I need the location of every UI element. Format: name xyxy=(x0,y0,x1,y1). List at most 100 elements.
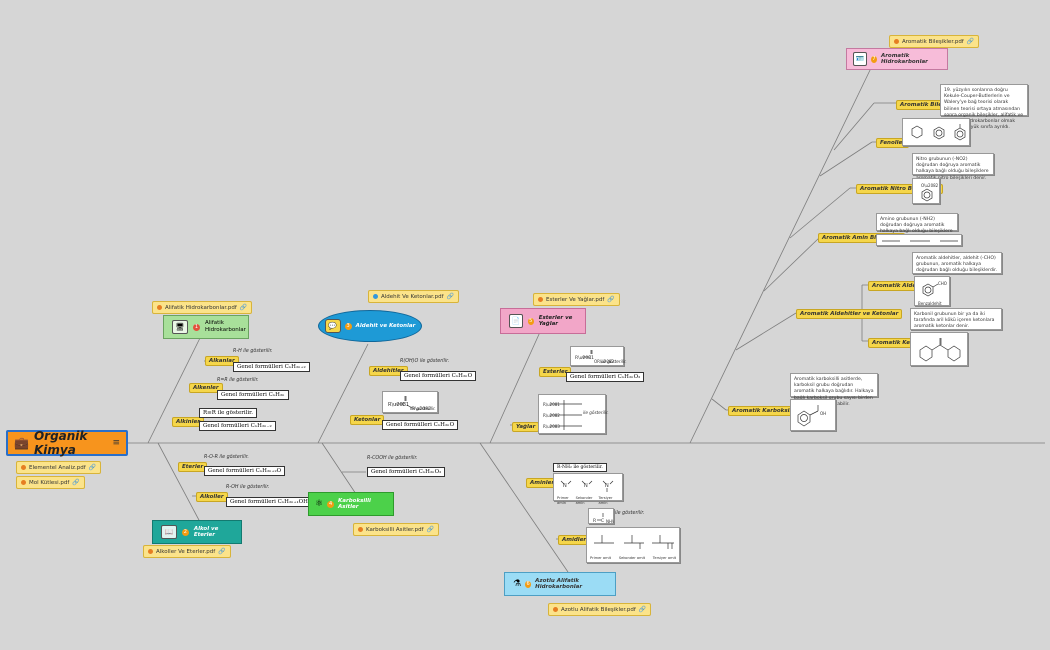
tag-yaglar: Yağlar xyxy=(512,422,540,432)
text-aromatik-karboksilli: Aromatik karboksilli asitlerde, karboksi… xyxy=(790,373,878,407)
note-alkanlar: R-H ile gösterilir. xyxy=(233,349,273,354)
label-tersiyer-amin: Tersiyer amin xyxy=(598,496,613,506)
flask-icon: ⚗ xyxy=(513,579,522,589)
ester-structure: R\u2081 C OR\u2082 ile gösterilir. xyxy=(570,346,627,366)
node-ester-fat[interactable]: 📄 5 Esterler ve Yağlar xyxy=(500,308,586,334)
tag-eterler: Eterler xyxy=(178,462,208,472)
node-aromatic[interactable]: 🪪 7 Aromatik Hidrokarbonlar xyxy=(846,48,948,70)
svg-text:R\u2082: R\u2082 xyxy=(543,413,560,418)
triglyceride-molecule-image: R\u2081 R\u2082 R\u2083 xyxy=(543,400,582,430)
svg-text:CHO: CHO xyxy=(938,281,947,286)
attachment-icon xyxy=(157,305,162,310)
root-node[interactable]: 💼 Organik Kimya ≡ xyxy=(6,429,128,457)
text-aromatik-ketonlar: Karbonil grubunun bir ya da iki tarafınd… xyxy=(910,308,1002,330)
attachment-icon xyxy=(553,607,558,612)
attachment-mol-kutlesi[interactable]: Mol Kütlesi.pdf 🔗 xyxy=(16,476,85,489)
amine-molecule-image: N N N xyxy=(560,480,614,492)
benzoic-acid-structure: OH xyxy=(790,399,836,431)
paperclip-icon: 🔗 xyxy=(426,526,435,533)
paperclip-icon: 🔗 xyxy=(638,606,647,613)
attachment-aldehit[interactable]: Aldehit Ve Ketonlar.pdf 🔗 xyxy=(368,290,460,303)
benzoic-acid-molecule-image: OH xyxy=(797,405,826,427)
formula-eterler: Genel formülleri CₙH₂ₙ₊₂O xyxy=(204,466,286,476)
attachment-alkoller[interactable]: Alkoller Ve Eterler.pdf 🔗 xyxy=(143,545,231,558)
node-alcohol-ether[interactable]: 📖 2 Alkol ve Eterler xyxy=(152,520,242,544)
attachment-aromatik[interactable]: Aromatik Bileşikler.pdf 🔗 xyxy=(889,35,980,48)
document-icon: 📄 xyxy=(509,314,523,328)
paperclip-icon: 🔗 xyxy=(218,548,226,555)
priority-icon: 4 xyxy=(327,500,335,508)
atom-icon: ⚛ xyxy=(315,499,324,509)
node-aliphatic-hc[interactable]: 🖥 1 Alifatik Hidrokarbonlar xyxy=(163,315,249,339)
svg-text:OR\u2082: OR\u2082 xyxy=(594,359,614,364)
note-alkenler: R=R ile gösterilir. xyxy=(217,378,259,383)
svg-text:N: N xyxy=(584,483,588,489)
paperclip-icon: 🔗 xyxy=(446,293,455,300)
attachment-esterler[interactable]: Esterler Ve Yağlar.pdf 🔗 xyxy=(533,293,620,306)
tag-alkenler: Alkenler xyxy=(189,383,223,393)
chat-icon: 💬 xyxy=(324,319,341,333)
ester-molecule-image: R\u2081 C OR\u2082 xyxy=(575,350,614,364)
note-esterler: ile gösterilir. xyxy=(601,359,627,364)
tag-aromatik-aldehit-keton: Aromatik Aldehitler ve Ketonlar xyxy=(796,309,903,319)
text-aromatik-bilesikler: 19. yüzyılın sonlarına doğru Kekule-Coup… xyxy=(940,84,1028,130)
formula-alkanlar: Genel formülleri CₙH₂ₙ₊₂ xyxy=(233,362,310,372)
svg-text:R\u2082: R\u2082 xyxy=(412,406,431,411)
attachment-elementel-analiz[interactable]: Elementel Analiz.pdf 🔗 xyxy=(16,461,102,474)
benzophenone-molecule-image xyxy=(919,338,961,362)
attachment-icon xyxy=(21,480,26,485)
svg-text:O\u2082N: O\u2082N xyxy=(921,183,938,188)
svg-text:OH: OH xyxy=(820,411,826,416)
priority-icon: 5 xyxy=(527,317,534,325)
priority-icon: 2 xyxy=(181,528,189,536)
svg-text:R\u2081: R\u2081 xyxy=(575,355,594,361)
text-aromatik-amin: Amino grubunun (-NH2) doğrudan doğruya a… xyxy=(876,213,958,241)
attachment-icon xyxy=(894,39,899,44)
attachment-karboksilli[interactable]: Karboksilli Asitler.pdf 🔗 xyxy=(353,523,440,536)
paperclip-icon: 🔗 xyxy=(72,479,80,486)
svg-text:R\u2081: R\u2081 xyxy=(388,402,409,408)
svg-text:C: C xyxy=(402,402,406,408)
formula-alkinler: Genel formülleri CₙH₂ₙ₋₂ xyxy=(199,421,276,431)
svg-text:C: C xyxy=(601,518,604,524)
node-nitrogen[interactable]: ⚗ 6 Azotlu Alifatik Hidrokarbonlar xyxy=(504,572,616,596)
note-carboxylic: R-COOH ile gösterilir. xyxy=(367,456,418,461)
priority-icon: 7 xyxy=(870,55,877,63)
priority-icon: 6 xyxy=(525,580,532,588)
label-sekonder-amit: Sekonder amit xyxy=(618,556,645,561)
attachment-alifatik[interactable]: Alifatik Hidrokarbonlar.pdf 🔗 xyxy=(152,301,253,314)
root-title: Organik Kimya xyxy=(33,429,88,457)
book-icon: 📖 xyxy=(161,525,177,539)
attachment-azotlu[interactable]: Azotlu Alifatik Bileşikler.pdf 🔗 xyxy=(548,603,652,616)
svg-text:R: R xyxy=(593,518,596,524)
note-alkinler: R≡R ile gösterilir. xyxy=(199,408,257,418)
amine-structures: N N N Primer amin Sekonder amin Tersiyer… xyxy=(553,473,623,505)
node-aldehyde-ketone[interactable]: 💬 3 Aldehit ve Ketonlar xyxy=(318,310,422,342)
amide-structures: Primer amit Sekonder amit Tersiyer amit xyxy=(586,527,680,563)
amide-molecule-image: R C NH\u2082 xyxy=(593,513,627,524)
attachment-icon xyxy=(358,527,363,532)
svg-text:R\u2083: R\u2083 xyxy=(543,424,560,429)
tag-alkoller: Alkoller xyxy=(196,492,228,502)
paperclip-icon: 🔗 xyxy=(239,304,248,311)
attachment-icon xyxy=(373,294,378,299)
svg-text:N: N xyxy=(605,483,609,489)
node-carboxylic[interactable]: ⚛ 4 Karboksilli Asitler xyxy=(308,492,394,516)
label-tersiyer-amit: Tersiyer amit xyxy=(652,556,676,561)
benzaldehyde-structure: CHO Benzaldehit xyxy=(914,276,950,306)
benzaldehyde-molecule-image: CHO xyxy=(922,281,947,297)
paperclip-icon: 🔗 xyxy=(88,464,97,471)
attachment-icon xyxy=(148,549,153,554)
priority-icon: 3 xyxy=(344,322,352,330)
ketone-molecule-image: R\u2081 C R\u2082 xyxy=(388,396,431,412)
benzophenone-structure xyxy=(910,332,968,366)
note-ketonlar: ile gösterilir. xyxy=(410,406,436,411)
note-amidler: ile gösterilir. xyxy=(615,511,645,516)
phenol-structures xyxy=(902,118,970,146)
tag-ketonlar: Ketonlar xyxy=(350,415,385,425)
note-alkoller: R-OH ile gösterilir. xyxy=(226,485,270,490)
label-primer-amit: Primer amit xyxy=(590,556,612,561)
svg-text:C: C xyxy=(588,355,591,361)
aromatic-amine-structures xyxy=(876,234,962,246)
